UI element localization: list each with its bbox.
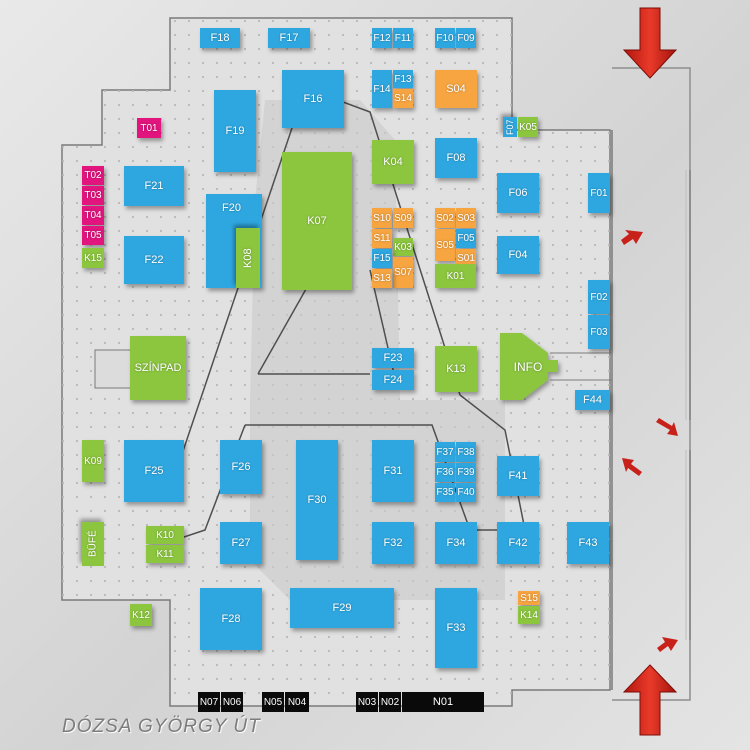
stand-S07[interactable]: S07 <box>393 257 413 288</box>
info-label[interactable]: INFO <box>513 360 543 374</box>
stand-N06[interactable]: N06 <box>221 692 243 712</box>
stand-K05[interactable]: K05 <box>518 117 538 137</box>
stand-K10[interactable]: K10 <box>146 526 184 544</box>
stand-F05[interactable]: F05 <box>456 229 476 248</box>
stand-F06[interactable]: F06 <box>497 173 539 213</box>
stand-T04[interactable]: T04 <box>82 206 104 225</box>
stand-N03[interactable]: N03 <box>356 692 378 712</box>
stand-F30[interactable]: F30 <box>296 440 338 560</box>
door-arrow-2-icon <box>656 418 678 436</box>
stand-F24[interactable]: F24 <box>372 370 414 390</box>
stand-K13[interactable]: K13 <box>435 346 477 392</box>
stand-F34[interactable]: F34 <box>435 522 477 564</box>
stand-S13[interactable]: S13 <box>372 269 392 288</box>
stand-K03[interactable]: K03 <box>393 238 413 256</box>
stand-S14[interactable]: S14 <box>393 89 413 108</box>
stand-K14[interactable]: K14 <box>518 606 540 624</box>
stand-S15[interactable]: S15 <box>518 591 540 605</box>
street-name: DÓZSA GYÖRGY ÚT <box>62 716 261 737</box>
stand-F10[interactable]: F10 <box>435 28 455 48</box>
stand-F17[interactable]: F17 <box>268 28 310 48</box>
stand-F15[interactable]: F15 <box>372 249 392 268</box>
stand-F21[interactable]: F21 <box>124 166 184 206</box>
stand-S09[interactable]: S09 <box>393 208 413 228</box>
stand-K07[interactable]: K07 <box>282 152 352 290</box>
stand-F32[interactable]: F32 <box>372 522 414 564</box>
stand-F36[interactable]: F36 <box>435 463 455 482</box>
stand-S05[interactable]: S05 <box>435 229 455 261</box>
stand-K01[interactable]: K01 <box>435 264 476 288</box>
stand-K04[interactable]: K04 <box>372 140 414 184</box>
stand-F27[interactable]: F27 <box>220 522 262 564</box>
stand-F01[interactable]: F01 <box>588 173 610 213</box>
stand-F29[interactable]: F29 <box>290 588 394 628</box>
stand-F38[interactable]: F38 <box>456 442 476 462</box>
stand-F43[interactable]: F43 <box>567 522 609 564</box>
stand-N07[interactable]: N07 <box>198 692 220 712</box>
entrance-arrow-bottom-icon <box>622 664 678 736</box>
stand-F22[interactable]: F22 <box>124 236 184 284</box>
stand-F42[interactable]: F42 <box>497 522 539 564</box>
stand-F07[interactable]: F07 <box>503 117 517 137</box>
stand-K08[interactable]: K08 <box>236 228 260 288</box>
stand-F04[interactable]: F04 <box>497 236 539 274</box>
info-booth <box>500 333 558 400</box>
stand-F19[interactable]: F19 <box>214 90 256 172</box>
stand-N01[interactable]: N01 <box>402 692 484 712</box>
stage-annex <box>94 349 136 389</box>
stand-F44[interactable]: F44 <box>575 390 610 410</box>
stand-bufe[interactable]: BÜFÉ <box>82 522 104 566</box>
stand-S10[interactable]: S10 <box>372 208 392 228</box>
stand-F03[interactable]: F03 <box>588 315 610 349</box>
stand-F23[interactable]: F23 <box>372 348 414 368</box>
stand-S02[interactable]: S02 <box>435 208 455 228</box>
stand-T01[interactable]: T01 <box>137 118 161 138</box>
stand-S01[interactable]: S01 <box>456 249 476 268</box>
stand-F18[interactable]: F18 <box>200 28 240 48</box>
stand-N02[interactable]: N02 <box>379 692 401 712</box>
stand-F13[interactable]: F13 <box>393 70 413 88</box>
stand-S11[interactable]: S11 <box>372 229 392 248</box>
stand-F31[interactable]: F31 <box>372 440 414 502</box>
stand-F40[interactable]: F40 <box>456 483 476 502</box>
stand-T03[interactable]: T03 <box>82 186 104 205</box>
stand-F09[interactable]: F09 <box>456 28 476 48</box>
stand-F26[interactable]: F26 <box>220 440 262 494</box>
stand-S04[interactable]: S04 <box>435 70 477 108</box>
door-arrow-1-icon <box>621 230 643 245</box>
door-arrow-3-icon <box>622 458 642 476</box>
stand-F25[interactable]: F25 <box>124 440 184 502</box>
stand-F02[interactable]: F02 <box>588 280 610 314</box>
stand-F11[interactable]: F11 <box>393 28 413 48</box>
entrance-arrow-top-icon <box>622 7 678 79</box>
stand-F14[interactable]: F14 <box>372 70 392 108</box>
stand-K12[interactable]: K12 <box>130 604 152 626</box>
stand-N05[interactable]: N05 <box>262 692 284 712</box>
door-arrow-4-icon <box>657 637 678 652</box>
stand-F28[interactable]: F28 <box>200 588 262 650</box>
stand-F35[interactable]: F35 <box>435 483 455 502</box>
stand-F16[interactable]: F16 <box>282 70 344 128</box>
stand-szinpad[interactable]: SZÍNPAD <box>130 336 186 400</box>
stand-T02[interactable]: T02 <box>82 166 104 185</box>
stand-F33[interactable]: F33 <box>435 588 477 668</box>
stand-K11[interactable]: K11 <box>146 545 184 563</box>
stand-S03[interactable]: S03 <box>456 208 476 228</box>
stand-F39[interactable]: F39 <box>456 463 476 482</box>
stand-F41[interactable]: F41 <box>497 456 539 496</box>
stand-N04[interactable]: N04 <box>285 692 309 712</box>
stand-F37[interactable]: F37 <box>435 442 455 462</box>
stand-K15[interactable]: K15 <box>82 248 104 268</box>
stand-F12[interactable]: F12 <box>372 28 392 48</box>
stand-T05[interactable]: T05 <box>82 226 104 245</box>
stand-K09[interactable]: K09 <box>82 440 104 482</box>
stand-F08[interactable]: F08 <box>435 138 477 178</box>
